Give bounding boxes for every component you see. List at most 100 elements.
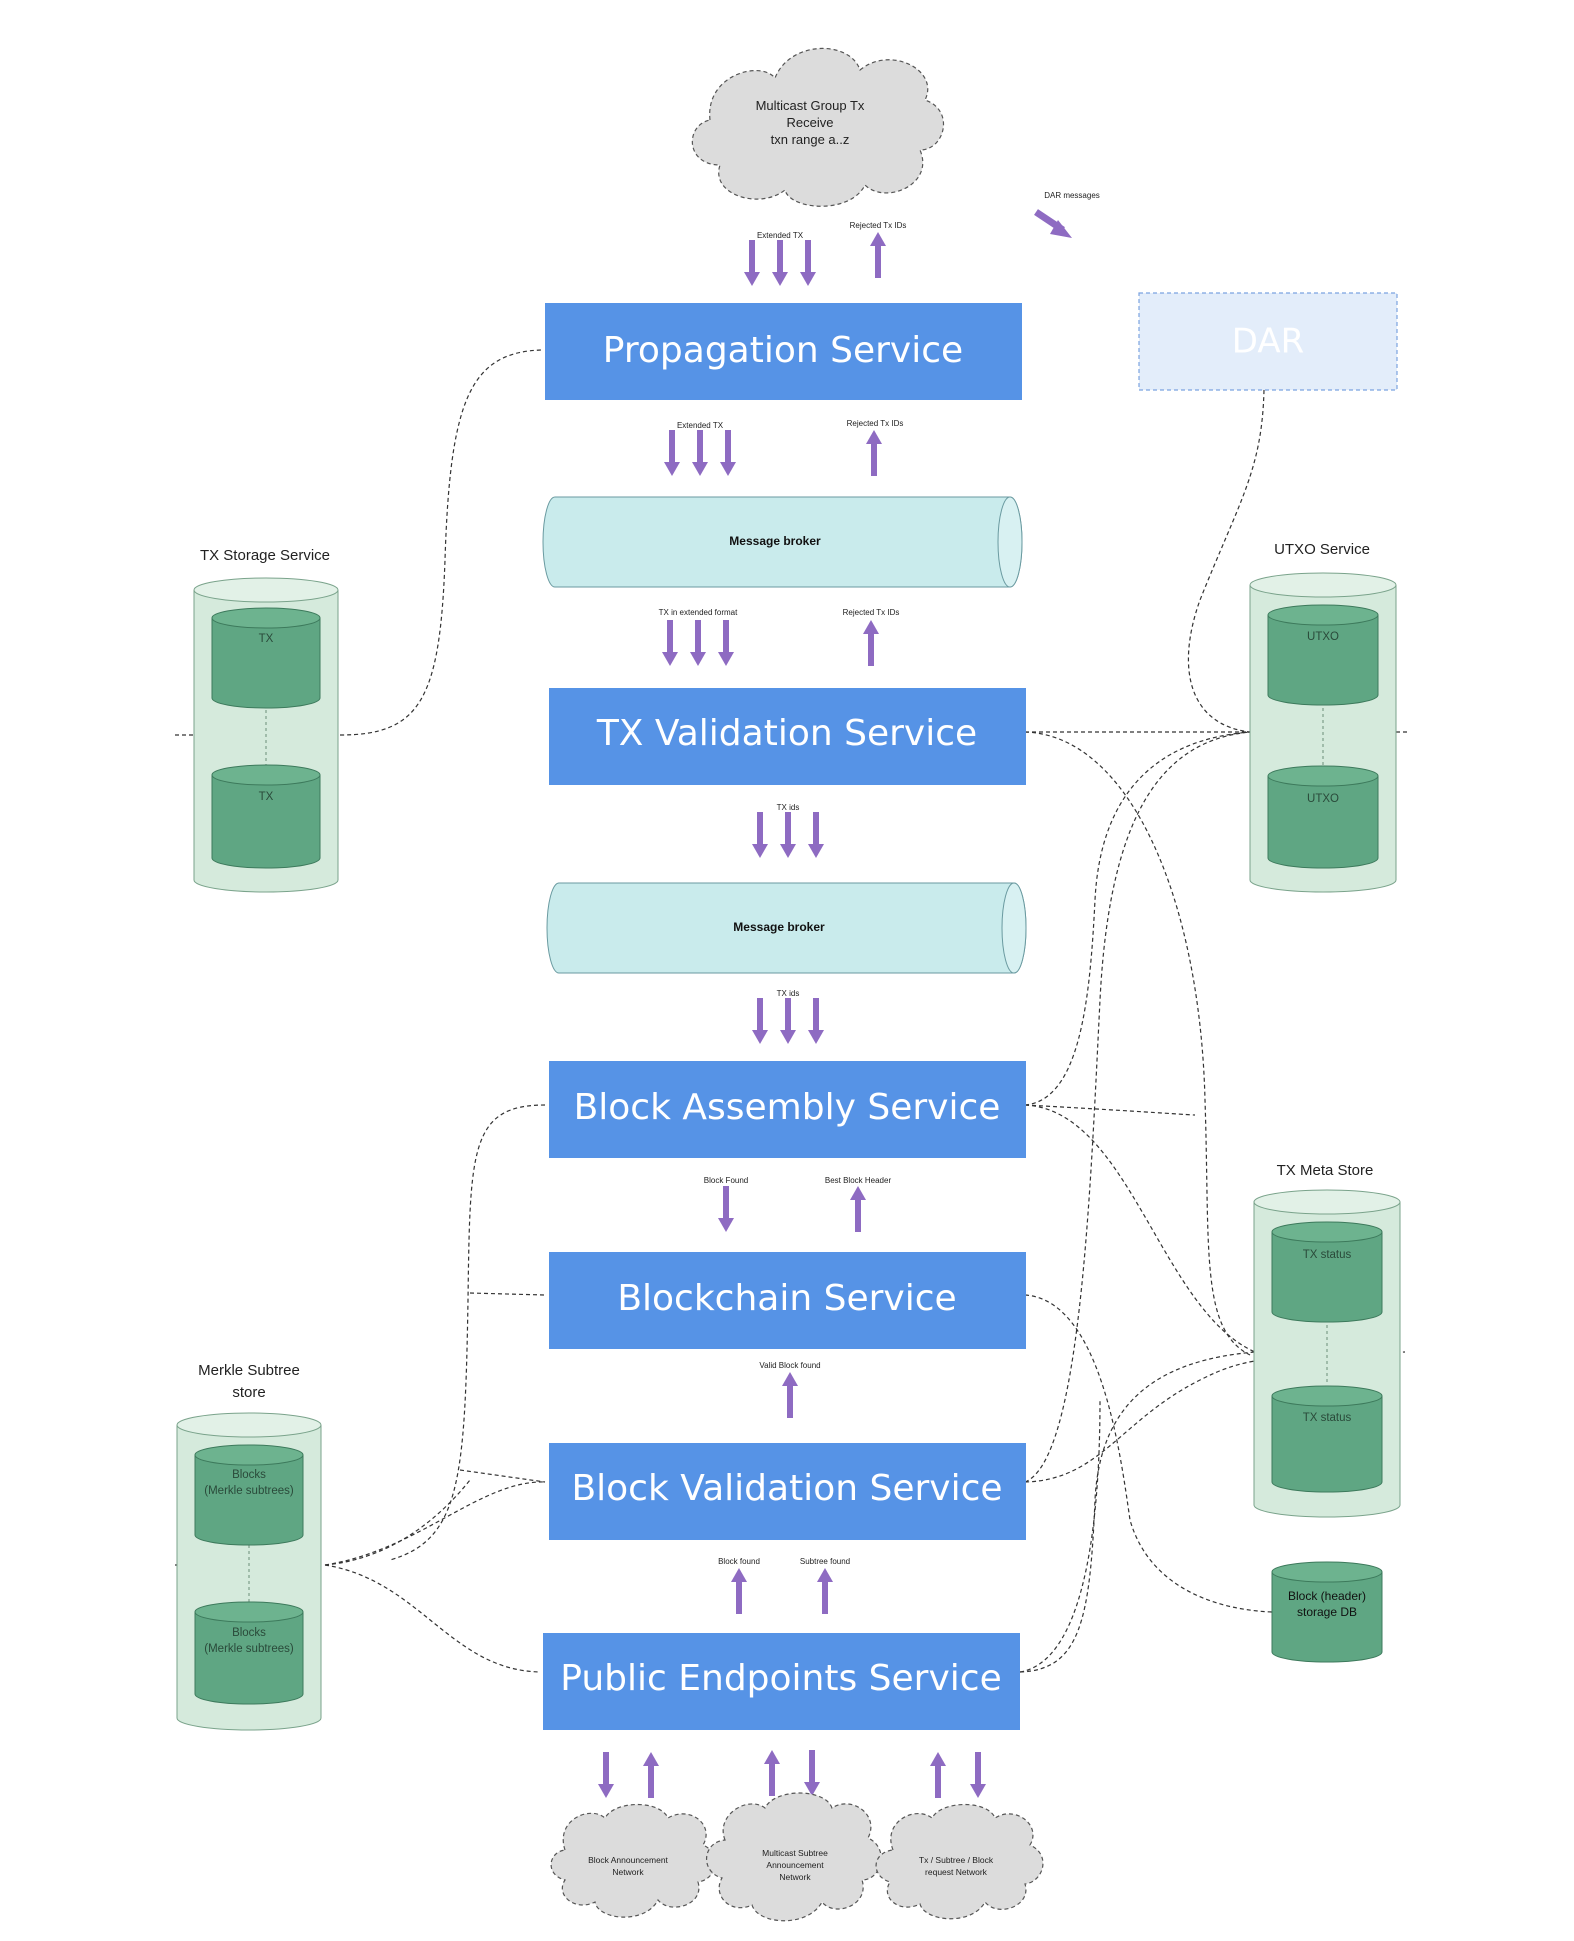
utxo-title: UTXO Service [1274, 541, 1370, 558]
block-header-db-line-1: Block (header) [1288, 1589, 1366, 1603]
cloud-line-1: Multicast Group Tx [756, 98, 865, 113]
arrow-up [731, 1568, 747, 1614]
tx-storage-item-2: TX [259, 791, 274, 803]
dar-box[interactable]: DAR [1138, 292, 1398, 391]
arrow-down [970, 1752, 986, 1798]
cloud-line-1: Block Announcement [588, 1855, 668, 1865]
tx-storage-item-1: TX [259, 633, 274, 645]
cloud-line-1: Multicast Subtree [762, 1848, 828, 1858]
arrow-down [720, 430, 736, 476]
arrow-up [870, 232, 886, 278]
block-validation-service[interactable]: Block Validation Service [549, 1443, 1026, 1540]
cloud-line-2: Announcement [766, 1860, 824, 1870]
line-blockassembly-merkle [389, 1104, 546, 1561]
message-broker-top-label: Message broker [729, 534, 821, 548]
utxo-service: UTXO Service UTXO UTXO [1249, 541, 1397, 893]
line-txval-txmeta [1024, 731, 1251, 1356]
merkle-item-1-line-2: (Merkle subtrees) [204, 1485, 294, 1497]
cloud-line-3: Network [779, 1872, 811, 1882]
label-extended-tx-mid: Extended TX [677, 421, 724, 430]
arrow-up [643, 1752, 659, 1798]
cloud-line-2: request Network [925, 1867, 988, 1877]
block-assembly-service[interactable]: Block Assembly Service [549, 1061, 1026, 1158]
connection-lines [175, 349, 1410, 1673]
arrow-down [690, 620, 706, 666]
public-endpoints-service-label: Public Endpoints Service [560, 1658, 1001, 1699]
tx-storage-service: TX Storage Service TX TX [193, 547, 339, 893]
utxo-item-1: UTXO [1307, 631, 1339, 643]
arrow-down [752, 812, 768, 858]
cloud-line-3: txn range a..z [771, 132, 850, 147]
arrow-down [800, 240, 816, 286]
line-blockvalidation-left [459, 1469, 546, 1483]
arrow-up [930, 1752, 946, 1798]
line-blockvalidation-utxo [1024, 731, 1251, 1483]
arrow-down [804, 1750, 820, 1796]
tx-validation-service-label: TX Validation Service [596, 713, 977, 754]
label-tx-ids-2: TX ids [777, 989, 800, 998]
propagation-service-label: Propagation Service [603, 330, 963, 371]
tx-subtree-block-cloud: Tx / Subtree / Block request Network [875, 1803, 1044, 1920]
block-assembly-service-label: Block Assembly Service [574, 1087, 1001, 1128]
block-header-storage-db: Block (header) storage DB [1271, 1561, 1383, 1663]
tx-validation-service[interactable]: TX Validation Service [549, 688, 1026, 785]
arrow-down [772, 240, 788, 286]
propagation-service[interactable]: Propagation Service [545, 303, 1022, 400]
tx-storage-title: TX Storage Service [200, 547, 330, 564]
merkle-title-line-1: Merkle Subtree [198, 1362, 300, 1379]
line-merkle-up [324, 1479, 471, 1566]
line-public-merkle [324, 1564, 541, 1673]
block-validation-service-label: Block Validation Service [571, 1468, 1002, 1509]
label-extended-tx-top: Extended TX [757, 231, 804, 240]
cloud-line-2: Receive [787, 115, 834, 130]
line-blockassembly-utxo [1024, 731, 1251, 1106]
line-blockassembly-txmeta [1024, 1104, 1256, 1353]
blockchain-service[interactable]: Blockchain Service [549, 1252, 1026, 1349]
label-rejected-tx-ids-top: Rejected Tx IDs [850, 221, 907, 230]
message-broker-bottom-label: Message broker [733, 920, 825, 934]
arrow-up [764, 1750, 780, 1796]
label-best-block-header: Best Block Header [825, 1176, 892, 1185]
line-txstore-propagation [339, 349, 543, 736]
merkle-subtree-store: Merkle Subtree store Blocks (Merkle subt… [176, 1362, 322, 1731]
arrow-down [664, 430, 680, 476]
line-dar-utxo [1187, 389, 1265, 733]
label-block-found: Block Found [704, 1176, 748, 1185]
dar-label: DAR [1232, 322, 1304, 362]
line-public-right [1019, 1399, 1101, 1673]
label-valid-block-found: Valid Block found [759, 1361, 820, 1370]
arrow-down [780, 998, 796, 1044]
label-block-found-2: Block found [718, 1557, 760, 1566]
public-endpoints-service[interactable]: Public Endpoints Service [543, 1633, 1020, 1730]
merkle-item-2-line-1: Blocks [232, 1627, 266, 1639]
block-announcement-cloud: Block Announcement Network [550, 1803, 717, 1918]
arrow-down [692, 430, 708, 476]
arrow-up [782, 1372, 798, 1418]
utxo-item-2: UTXO [1307, 793, 1339, 805]
merkle-item-1-line-1: Blocks [232, 1469, 266, 1481]
arrow-up [863, 620, 879, 666]
line-blockvalidation-merkle [324, 1481, 546, 1566]
arrow-down [808, 812, 824, 858]
label-rejected-tx-ids-mid: Rejected Tx IDs [847, 419, 904, 428]
arrow-down [744, 240, 760, 286]
arrow-up [866, 430, 882, 476]
tx-meta-store: TX Meta Store TX status TX status [1253, 1162, 1401, 1518]
arrow-down [598, 1752, 614, 1798]
line-blockchain-headerdb [1024, 1294, 1273, 1613]
merkle-title-line-2: store [232, 1384, 265, 1401]
dar-messages-arrow [1034, 209, 1072, 238]
label-subtree-found: Subtree found [800, 1557, 850, 1566]
tx-meta-title: TX Meta Store [1277, 1162, 1374, 1179]
blockchain-service-label: Blockchain Service [617, 1278, 956, 1319]
message-broker-top: Message broker [542, 496, 1023, 588]
label-dar-messages: DAR messages [1044, 191, 1100, 200]
merkle-item-2-line-2: (Merkle subtrees) [204, 1643, 294, 1655]
line-blockassembly-right [1024, 1104, 1196, 1116]
label-tx-ids-1: TX ids [777, 803, 800, 812]
multicast-subtree-cloud: Multicast Subtree Announcement Network [706, 1792, 882, 1922]
arrow-down [752, 998, 768, 1044]
arrow-up [850, 1186, 866, 1232]
label-rejected-tx-ids-low: Rejected Tx IDs [843, 608, 900, 617]
